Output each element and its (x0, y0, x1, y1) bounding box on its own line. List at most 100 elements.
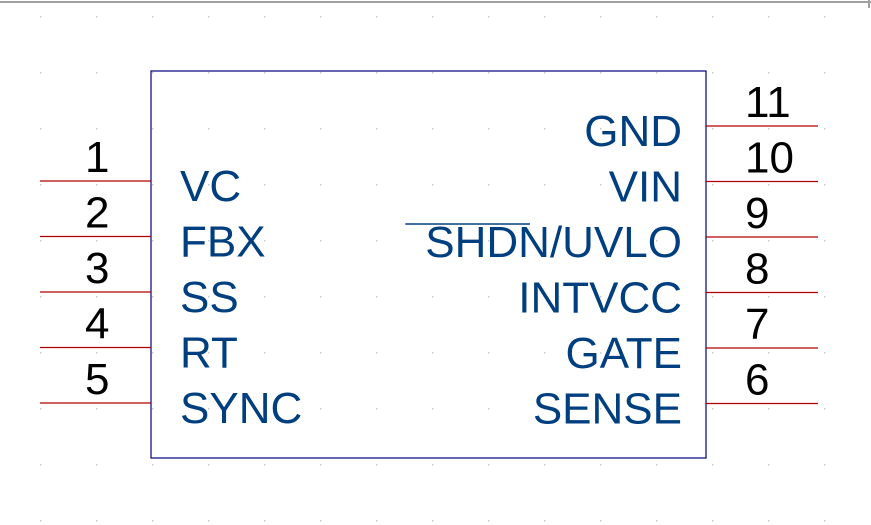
grid-dot (712, 464, 714, 466)
grid-dot (824, 520, 826, 522)
grid-dot (824, 184, 826, 186)
grid-dot (712, 408, 714, 410)
pin-label: SENSE (533, 385, 682, 434)
grid-dot (768, 240, 770, 242)
grid-dot (656, 520, 658, 522)
pin-number: 4 (85, 300, 109, 349)
grid-dot (96, 72, 98, 74)
grid-dot (152, 520, 154, 522)
grid-dot (432, 352, 434, 354)
grid-dot (376, 72, 378, 74)
grid-dot (40, 464, 42, 466)
grid-dot (40, 296, 42, 298)
grid-dot (712, 128, 714, 130)
grid-dot (96, 184, 98, 186)
grid-dot (544, 184, 546, 186)
grid-dot (824, 296, 826, 298)
grid-dot (600, 352, 602, 354)
pin-label: VIN (609, 163, 682, 212)
grid-dot (712, 184, 714, 186)
grid-dot (768, 408, 770, 410)
grid-dot (264, 408, 266, 410)
grid-dot (712, 352, 714, 354)
grid-dot (96, 240, 98, 242)
grid-dot (656, 240, 658, 242)
grid-dots (40, 16, 826, 522)
grid-dot (824, 240, 826, 242)
grid-dot (264, 240, 266, 242)
grid-dot (264, 296, 266, 298)
grid-dot (544, 464, 546, 466)
grid-dot (600, 128, 602, 130)
grid-dot (208, 72, 210, 74)
grid-dot (544, 16, 546, 18)
grid-dot (376, 240, 378, 242)
component-body[interactable] (150, 70, 707, 459)
grid-dot (656, 16, 658, 18)
grid-dot (544, 408, 546, 410)
grid-dot (320, 464, 322, 466)
grid-dot (40, 72, 42, 74)
grid-dot (208, 240, 210, 242)
grid-dot (432, 240, 434, 242)
grid-dot (152, 296, 154, 298)
pin-label: GND (584, 107, 682, 156)
grid-dot (768, 184, 770, 186)
grid-dot (96, 16, 98, 18)
grid-dot (40, 128, 42, 130)
grid-dot (712, 16, 714, 18)
grid-dot (488, 72, 490, 74)
pin-4[interactable]: 4RT (40, 300, 238, 378)
pin-3[interactable]: 3SS (40, 244, 239, 322)
pin-label: RT (180, 329, 238, 378)
pin-label: SYNC (180, 384, 302, 433)
grid-dot (320, 408, 322, 410)
grid-dot (320, 184, 322, 186)
grid-dot (824, 128, 826, 130)
grid-dot (40, 408, 42, 410)
grid-dot (488, 16, 490, 18)
grid-dot (656, 296, 658, 298)
grid-dot (824, 352, 826, 354)
grid-dot (376, 352, 378, 354)
grid-dot (152, 128, 154, 130)
grid-dot (208, 184, 210, 186)
grid-dot (152, 352, 154, 354)
pin-number: 5 (85, 355, 109, 404)
grid-dot (544, 520, 546, 522)
grid-dot (40, 352, 42, 354)
grid-dot (768, 72, 770, 74)
grid-dot (600, 184, 602, 186)
grid-dot (488, 352, 490, 354)
grid-dot (96, 296, 98, 298)
grid-dot (208, 352, 210, 354)
grid-dot (40, 16, 42, 18)
grid-dot (96, 128, 98, 130)
grid-dot (96, 408, 98, 410)
grid-dot (96, 464, 98, 466)
grid-dot (208, 520, 210, 522)
grid-dot (432, 16, 434, 18)
grid-dot (768, 128, 770, 130)
grid-dot (712, 296, 714, 298)
grid-dot (544, 128, 546, 130)
grid-dot (824, 16, 826, 18)
grid-dot (600, 296, 602, 298)
grid-dot (768, 16, 770, 18)
pin-1[interactable]: 1VC (40, 133, 241, 211)
grid-dot (824, 408, 826, 410)
pin-label: INTVCC (518, 274, 682, 323)
grid-dot (544, 72, 546, 74)
grid-dot (376, 128, 378, 130)
grid-dot (376, 16, 378, 18)
